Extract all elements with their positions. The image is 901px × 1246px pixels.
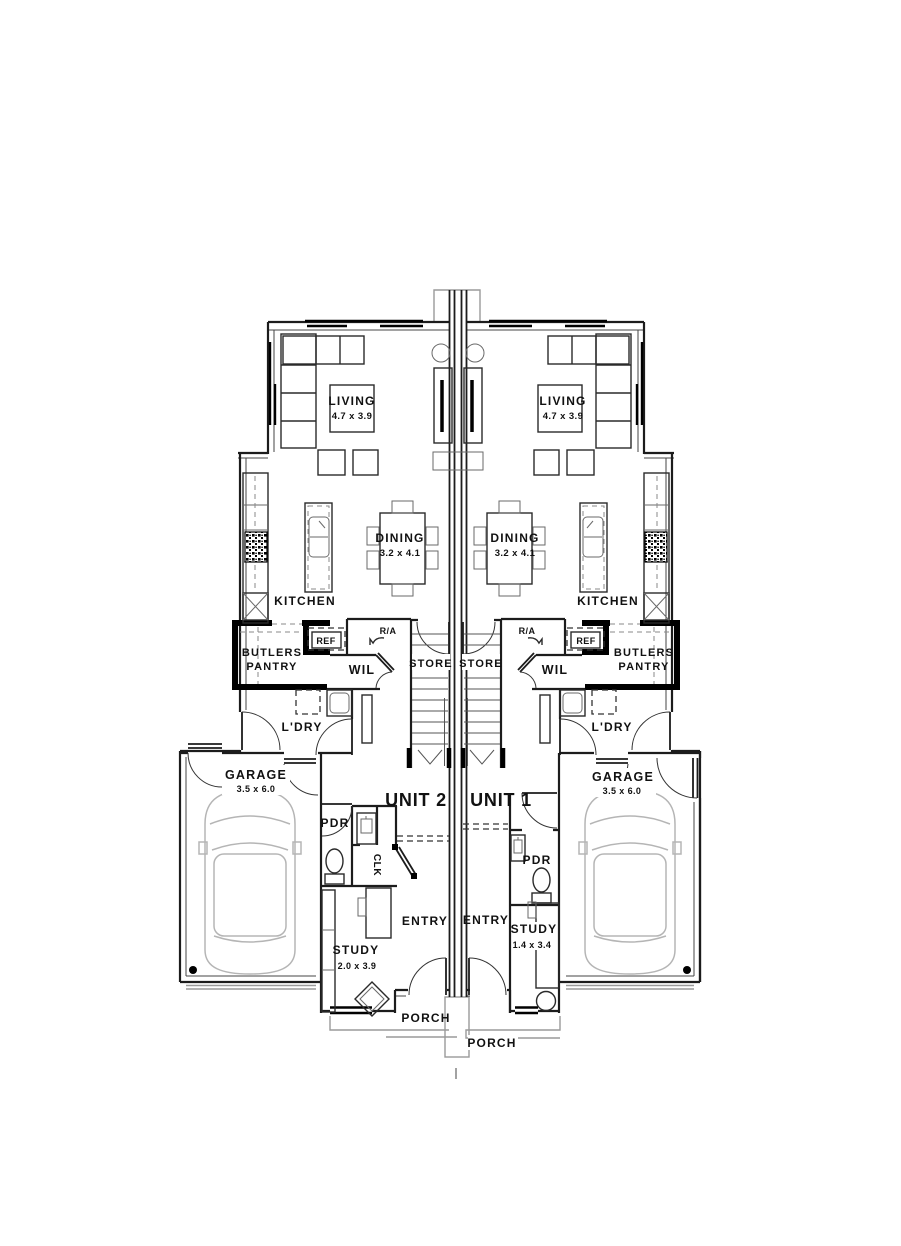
unit1-laundry-label: L'DRY [591, 720, 632, 734]
unit2-ref-label: REF [316, 636, 335, 646]
unit2-study-dims: 2.0 x 3.9 [338, 961, 377, 971]
party-wall-pier-top [433, 289, 481, 322]
unit1-name: UNIT 1 [470, 790, 532, 810]
unit1-butlers-line2: PANTRY [618, 661, 669, 673]
unit2-clk-label: CLK [371, 854, 382, 877]
unit2-butlers-line1: BUTLERS [242, 647, 302, 659]
unit2-store-label: STORE [409, 658, 453, 670]
unit1-living-dims: 4.7 x 3.9 [543, 411, 584, 422]
unit1-wil-label: WIL [542, 663, 569, 677]
unit2-living-dims: 4.7 x 3.9 [332, 411, 373, 422]
unit2-garage-label: GARAGE [225, 768, 287, 782]
unit1-garage-dims: 3.5 x 6.0 [603, 786, 642, 796]
dashed-overhang-lines [397, 823, 508, 842]
car-unit2 [198, 789, 302, 975]
stairs [412, 633, 500, 766]
study-furniture [321, 887, 560, 1017]
unit1-kitchen-label: KITCHEN [577, 594, 639, 608]
unit1-study-label: STUDY [511, 922, 558, 936]
unit2-kitchen-label: KITCHEN [274, 594, 336, 608]
unit1-dining-label: DINING [490, 531, 539, 545]
unit1-ref-label: REF [576, 636, 595, 646]
doors [187, 621, 699, 996]
unit2-garage-dims: 3.5 x 6.0 [237, 784, 276, 794]
unit2-return-air-label: R/A [380, 626, 397, 636]
windows [268, 319, 644, 1015]
butlers-pantry-walls [232, 620, 680, 690]
unit1-garage-label: GARAGE [592, 770, 654, 784]
unit2-porch-label: PORCH [401, 1011, 450, 1025]
exterior-walls [178, 320, 702, 1013]
labels: LIVING 4.7 x 3.9 DINING 3.2 x 4.1 KITCHE… [225, 394, 674, 1050]
unit1-store-label: STORE [459, 658, 503, 670]
unit2-dining-label: DINING [375, 531, 424, 545]
unit1-porch-label: PORCH [467, 1036, 516, 1050]
unit1-dining-dims: 3.2 x 4.1 [495, 548, 536, 559]
unit1-butlers-line1: BUTLERS [614, 647, 674, 659]
interior-walls [322, 617, 585, 1013]
garage-corner-dots [189, 966, 691, 974]
porch-slabs [186, 984, 694, 1079]
unit2-entry-label: ENTRY [402, 914, 448, 928]
label-backgrounds [222, 528, 656, 1050]
unit1-living-label: LIVING [539, 394, 586, 408]
unit2-butlers-line2: PANTRY [246, 661, 297, 673]
unit2-wil-label: WIL [349, 663, 376, 677]
kitchen-furniture [242, 472, 670, 651]
unit1-return-air-label: R/A [519, 626, 536, 636]
unit1-entry-label: ENTRY [463, 913, 509, 927]
unit2-study-label: STUDY [333, 943, 380, 957]
laundry-fittings [295, 689, 617, 744]
car-unit1 [578, 789, 682, 975]
unit1-pdr-label: PDR [523, 853, 552, 867]
unit2-pdr-label: PDR [321, 816, 350, 830]
unit2-laundry-label: L'DRY [281, 720, 322, 734]
unit2-name: UNIT 2 [385, 790, 447, 810]
unit1-study-dims: 1.4 x 3.4 [513, 940, 552, 950]
living-furniture [280, 333, 632, 476]
unit2-living-label: LIVING [328, 394, 375, 408]
powder-rooms [324, 812, 552, 904]
unit2-dining-dims: 3.2 x 4.1 [380, 548, 421, 559]
